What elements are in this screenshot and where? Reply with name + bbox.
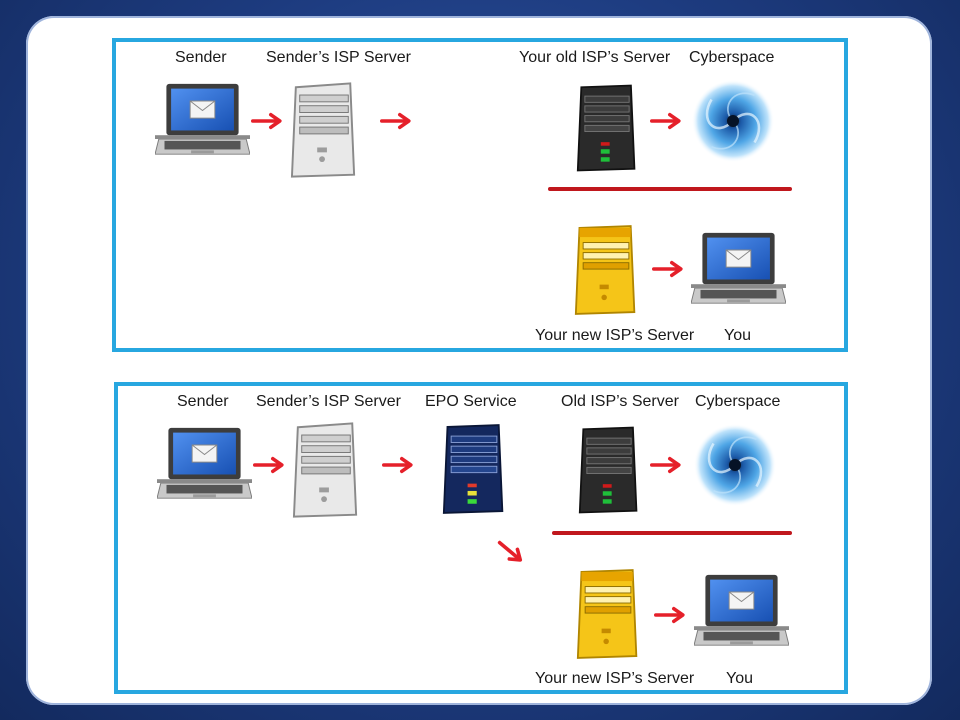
vortex-icon: [690, 78, 776, 164]
server-yellow-icon: [576, 562, 640, 666]
laptop-mail-icon: [157, 424, 252, 504]
arrow-right-icon: [650, 112, 686, 130]
label-sender-isp-server: Sender’s ISP Server: [266, 49, 411, 66]
server-black-icon: [578, 418, 640, 522]
server-navy-icon: [442, 418, 506, 520]
label-epo-service: EPO Service: [425, 393, 517, 410]
arrow-right-icon: [251, 112, 287, 130]
server-black-icon: [576, 76, 638, 180]
blocked-line: [548, 187, 792, 191]
arrow-right-icon: [380, 112, 416, 130]
server-white-icon: [292, 418, 360, 522]
label-cyberspace: Cyberspace: [689, 49, 775, 66]
label-new-isp-server: Your new ISP’s Server: [535, 327, 695, 344]
label-you: You: [726, 670, 753, 687]
laptop-mail-icon: [694, 570, 789, 652]
arrow-right-icon: [654, 606, 690, 624]
label-cyberspace: Cyberspace: [695, 393, 781, 410]
laptop-mail-icon: [691, 228, 786, 310]
label-sender: Sender: [177, 393, 229, 410]
label-old-isp-server: Your old ISP’s Server: [519, 49, 671, 66]
label-sender-isp-server: Sender’s ISP Server: [256, 393, 401, 410]
label-old-isp-server: Old ISP’s Server: [561, 393, 679, 410]
laptop-mail-icon: [155, 80, 250, 160]
label-sender: Sender: [175, 49, 227, 66]
arrow-right-icon: [650, 456, 686, 474]
blocked-line: [552, 531, 792, 535]
label-you: You: [724, 327, 751, 344]
server-yellow-icon: [574, 218, 638, 322]
arrow-right-icon: [382, 456, 418, 474]
server-white-icon: [290, 78, 358, 182]
arrow-right-icon: [253, 456, 289, 474]
arrow-right-icon: [652, 260, 688, 278]
vortex-icon: [692, 422, 778, 508]
label-new-isp-server: Your new ISP’s Server: [535, 670, 695, 687]
